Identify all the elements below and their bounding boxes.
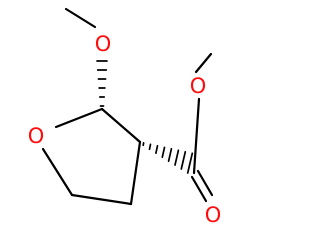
bond-ring-o-c5 — [41, 147, 74, 197]
bond-carbonyl-double-a — [190, 175, 208, 203]
bond-ester-o-methyl — [194, 52, 213, 74]
bond-methyl-methoxy-o — [64, 7, 97, 29]
bond-carbonyl-c-ester-o — [192, 97, 201, 175]
bond-c4-c3 — [129, 140, 142, 206]
hashed-wedge-c2-methoxy — [96, 60, 108, 107]
hashed-wedge-c3-carbonyl — [142, 142, 194, 174]
bond-c3-c2 — [100, 107, 142, 144]
structure-canvas: O O O O — [27, 7, 222, 227]
atom-label-ring-oxygen: O — [28, 124, 45, 148]
molecule-drawing: O O O O — [27, 7, 222, 227]
bond-c5-c4 — [70, 193, 133, 206]
bond-c2-ring-o — [54, 107, 104, 129]
bond-carbonyl-double-b — [196, 169, 214, 197]
atom-label-ester-oxygen: O — [190, 74, 207, 98]
atom-label-carbonyl-oxygen: O — [205, 203, 222, 227]
atom-label-methoxy-oxygen: O — [95, 32, 112, 56]
